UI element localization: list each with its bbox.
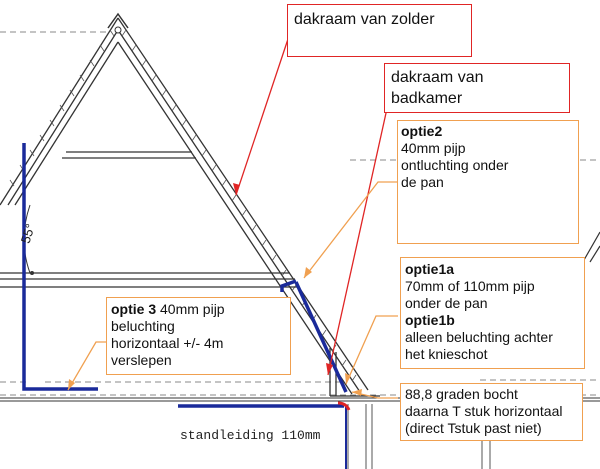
floor-beams: [0, 151, 298, 288]
optie1a-line-1: 70mm of 110mm pijp: [405, 278, 535, 294]
optie3-title: optie 3: [111, 301, 157, 317]
angle-vertex: [30, 271, 34, 275]
callout-optie1: optie1a 70mm of 110mm pijp onder de pan …: [400, 257, 585, 369]
optie3-first-line-rest: 40mm pijp: [156, 301, 225, 317]
optie2-line-2: ontluchting onder: [401, 157, 509, 173]
callout-badkamer-line-1: dakraam van: [391, 69, 484, 86]
bocht-line-1: 88,8 graden bocht: [405, 386, 518, 402]
callout-bocht: 88,8 graden bocht daarna T stuk horizont…: [400, 383, 583, 441]
standleiding-label: standleiding 110mm: [180, 428, 321, 443]
optie2-line-1: 40mm pijp: [401, 140, 466, 156]
pipe-optie2: [280, 279, 297, 292]
callout-dakraam-zolder-text: dakraam van zolder: [294, 11, 435, 28]
optie3-line-3: horizontaal +/- 4m: [111, 335, 224, 351]
bocht-line-3: (direct Tstuk past niet): [405, 420, 542, 436]
bocht-line-2: daarna T stuk horizontaal: [405, 403, 563, 419]
callout-optie2: optie2 40mm pijp ontluchting onder de pa…: [397, 120, 579, 244]
optie1b-title: optie1b: [405, 312, 455, 328]
red-arrows: [235, 32, 391, 376]
callout-optie3: optie 3 40mm pijp beluchting horizontaal…: [106, 297, 291, 375]
ridge-cap: [107, 12, 129, 29]
optie1b-line-1: alleen beluchting achter: [405, 329, 553, 345]
optie2-title: optie2: [401, 123, 443, 139]
optie3-line-4: verslepen: [111, 352, 172, 368]
callout-dakraam-badkamer: dakraam van badkamer: [384, 63, 570, 113]
roof-rafters: [0, 17, 369, 395]
callout-dakraam-zolder: dakraam van zolder: [287, 4, 472, 57]
optie2-line-3: de pan: [401, 174, 444, 190]
red-arrowheads: [233, 183, 333, 375]
ridge-circle: [114, 26, 122, 34]
optie3-line-2: beluchting: [111, 318, 175, 334]
pipe-optie3: [22, 143, 98, 391]
right-roof-fragment: [583, 231, 600, 263]
optie1a-title: optie1a: [405, 261, 455, 277]
pipes: [22, 143, 348, 469]
roof-tiles-hatching: [9, 29, 357, 382]
pipe-optie1: [294, 281, 348, 393]
optie1b-line-2: het knieschot: [405, 346, 488, 362]
optie3-line-1: optie 3 40mm pijp: [111, 301, 286, 318]
orange-arrowheads: [68, 267, 362, 396]
optie1a-line-2: onder de pan: [405, 295, 488, 311]
elbow-connection: [337, 401, 351, 411]
callout-badkamer-line-2: badkamer: [391, 90, 463, 107]
